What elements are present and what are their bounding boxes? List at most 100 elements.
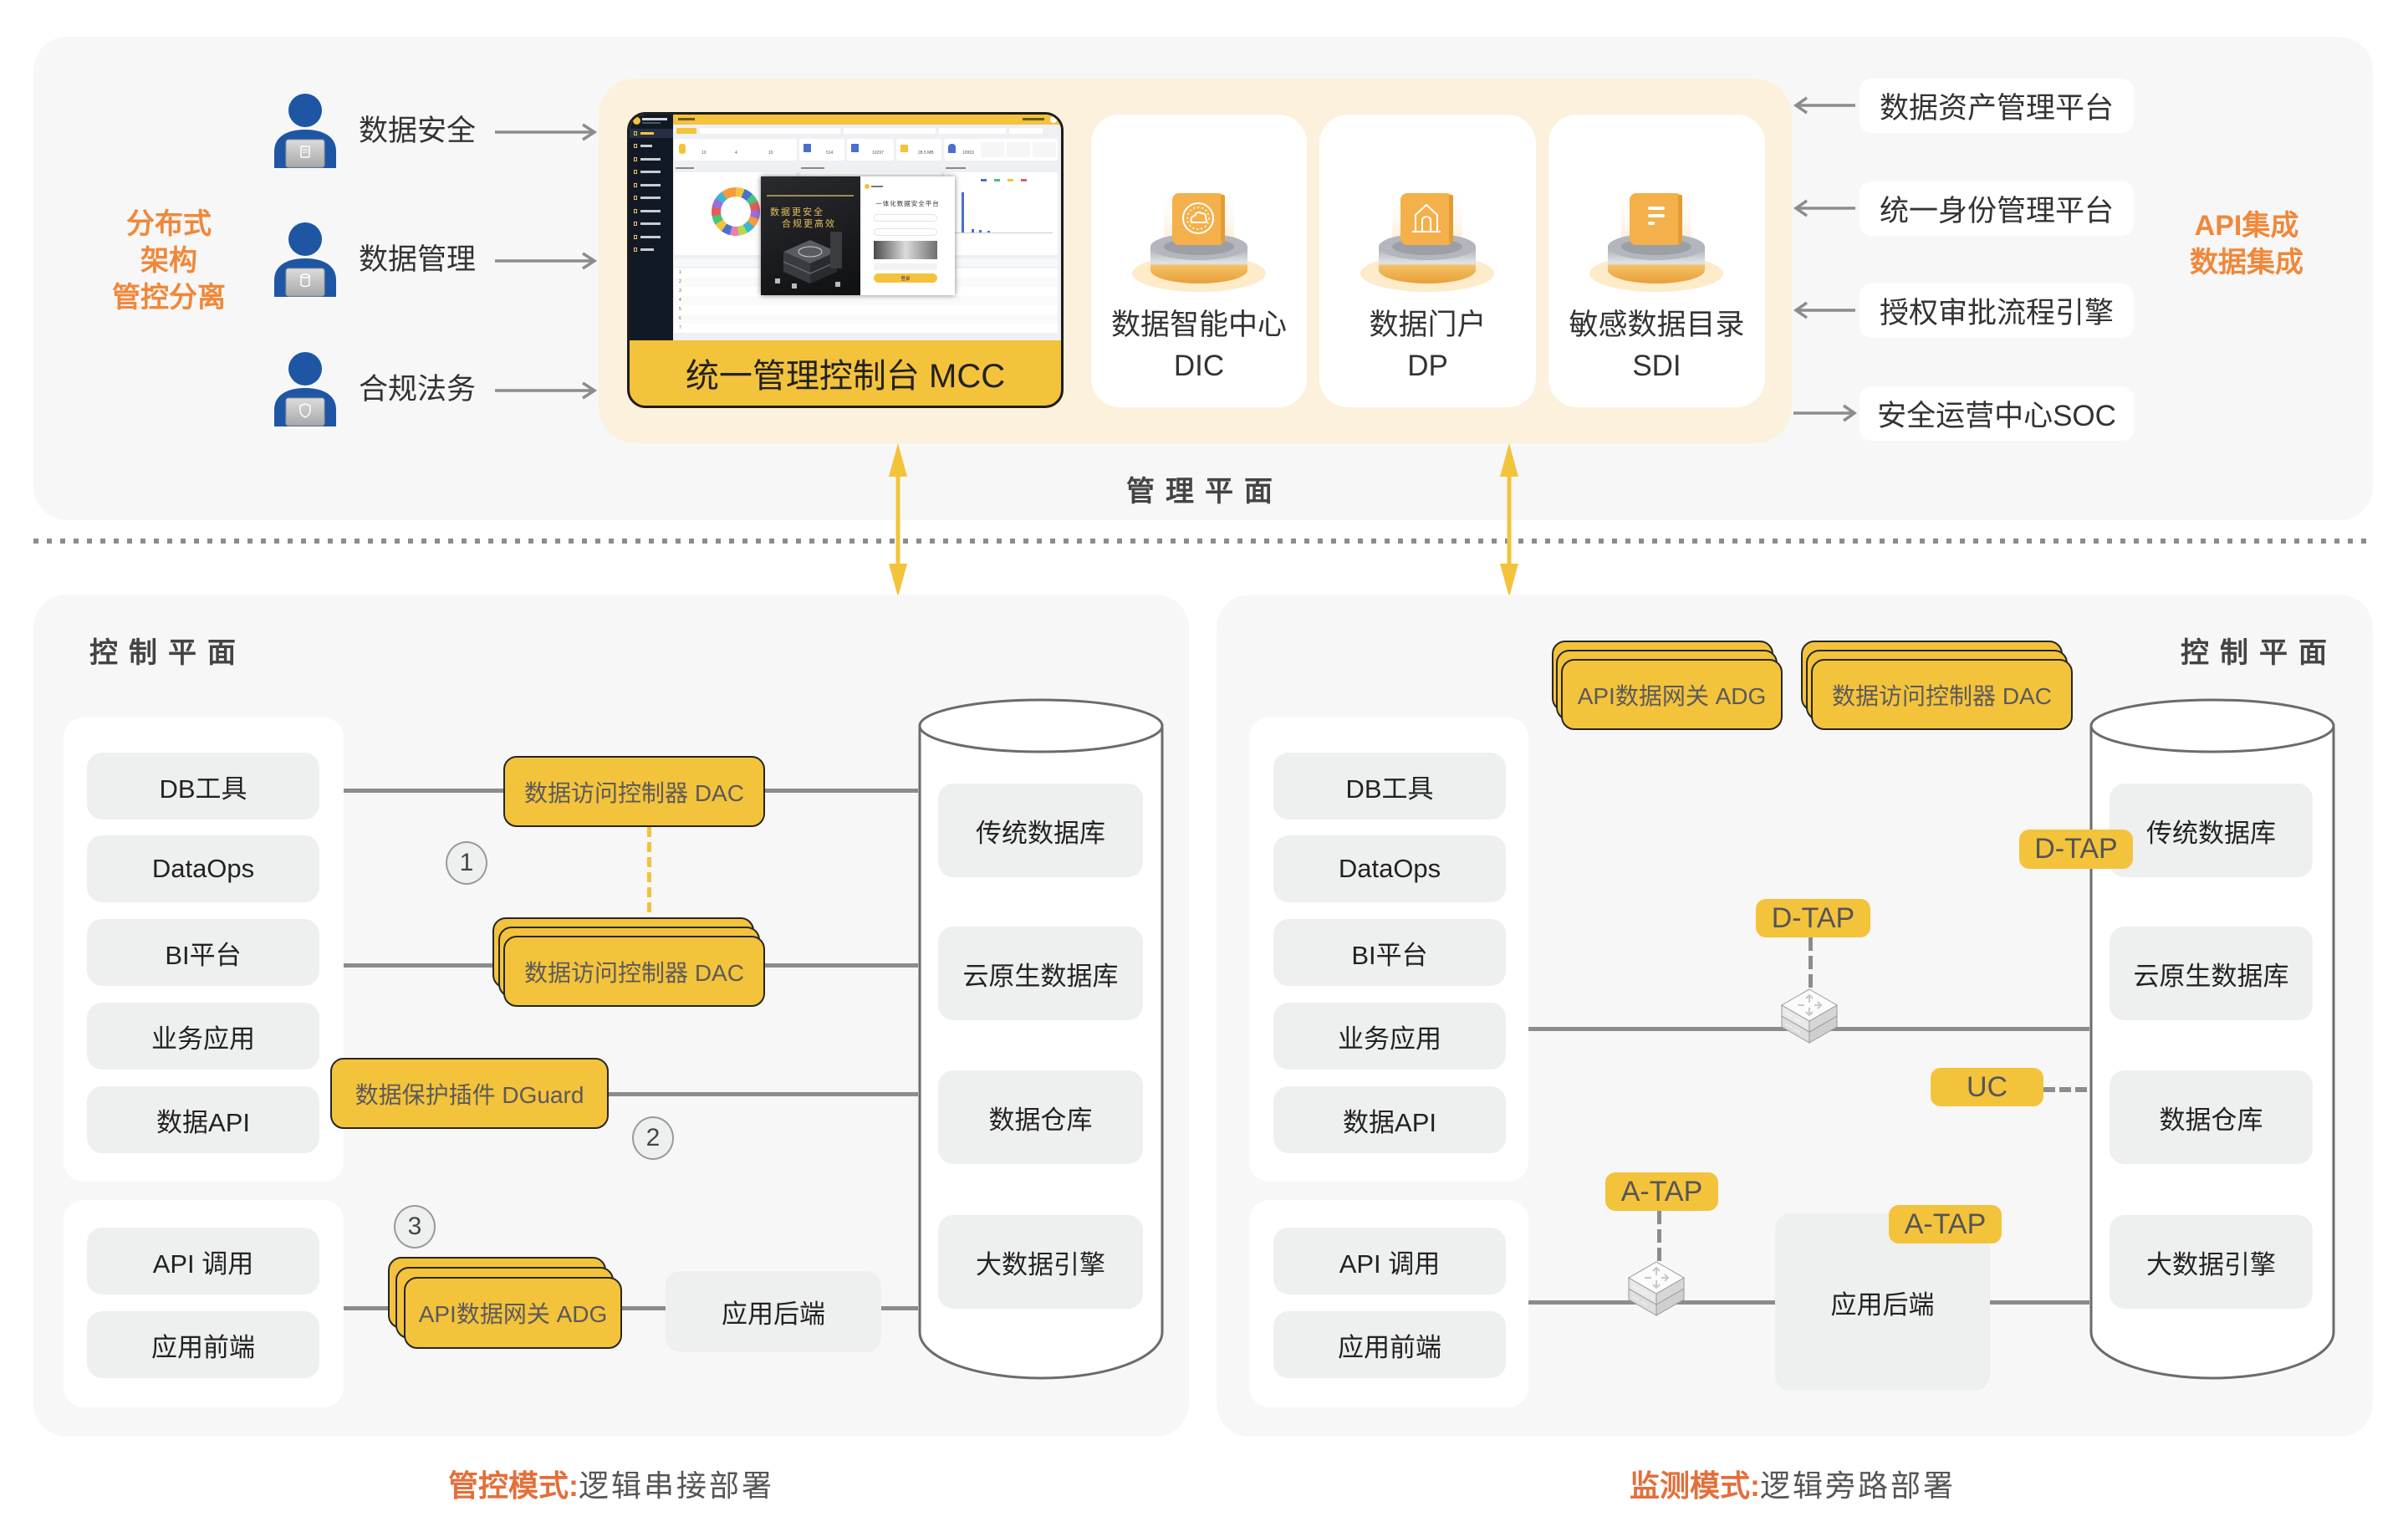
network-switch-icon	[1781, 988, 1838, 1044]
client-item: DataOps	[1273, 835, 1506, 902]
connector-line	[344, 963, 492, 968]
d-tap-badge: D-TAP	[2019, 830, 2133, 869]
metric-stat-icon	[804, 144, 811, 152]
mcc-preview-login-title: 一体化数据安全平台	[875, 200, 940, 207]
connector-line	[344, 1306, 388, 1310]
integration-label: API集成 数据集成	[2174, 207, 2319, 281]
dac-sync-dashed-line	[647, 827, 651, 917]
mcc-preview-sidebar-item	[640, 248, 654, 251]
module-abbr: DP	[1407, 350, 1448, 382]
mcc-console-card: 10 4 10 514 10297 28.5 MB 10953	[627, 112, 1064, 408]
mcc-preview-bar	[962, 192, 964, 232]
client-item: DB工具	[1273, 753, 1506, 820]
mcc-preview-sidebar-item	[634, 131, 637, 135]
module-card-sdi: 敏感数据目录 SDI	[1548, 115, 1765, 407]
mcc-preview-sidebar	[630, 115, 673, 340]
mcc-preview-sidebar-item	[634, 157, 637, 161]
mcc-preview-stat-value: 4	[735, 151, 737, 156]
mcc-preview-stat-value: 10	[768, 151, 773, 156]
mcc-preview-sidebar-item	[634, 144, 637, 148]
integration-box: 授权审批流程引擎	[1860, 283, 2134, 338]
module-abbr: SDI	[1632, 350, 1681, 382]
mcc-preview-sidebar-item	[640, 145, 652, 147]
api-client-item: API 调用	[1273, 1228, 1506, 1294]
mcc-preview-date-input	[700, 128, 840, 134]
mcc-preview-login-slogan: 合规更高效	[782, 219, 836, 229]
user-laptop-shield-icon	[274, 352, 336, 426]
mcc-preview-sidebar-item	[640, 158, 661, 161]
mcc-preview-breadcrumb	[678, 118, 695, 120]
role-label: 合规法务	[359, 373, 477, 406]
client-item: BI平台	[1273, 919, 1506, 986]
integration-label-line: 数据集成	[2190, 247, 2303, 278]
mcc-preview-bar-axis	[952, 232, 1053, 233]
mcc-preview-stat-value: 28.5 MB	[918, 151, 934, 156]
adg-cluster-box: API数据网关 ADG	[404, 1277, 622, 1349]
user-laptop-document-icon	[274, 94, 336, 168]
mcc-preview-bar	[979, 230, 982, 232]
monitor-mode-caption: 监测模式:逻辑旁路部署	[1458, 1466, 2127, 1506]
mcc-preview-password-input	[874, 228, 937, 236]
database-item: 云原生数据库	[938, 927, 1143, 1020]
bidirectional-arrow-icon	[1500, 443, 1518, 597]
client-item: DataOps	[87, 835, 319, 902]
bidirectional-arrow-icon	[889, 443, 907, 597]
dac-box: 数据访问控制器 DAC	[503, 756, 765, 827]
mcc-preview-sidebar-item	[634, 183, 637, 187]
mcc-preview-chart-title	[676, 167, 694, 169]
api-client-item: 应用前端	[1273, 1311, 1506, 1378]
mcc-label: 统一管理控制台 MCC	[685, 358, 1006, 395]
integration-label-line: API集成	[2194, 210, 2299, 242]
plane-separator-dotted-line	[33, 539, 2373, 544]
mcc-preview-sidebar-item	[640, 171, 661, 173]
api-client-item: 应用前端	[87, 1311, 319, 1378]
arrow-left-icon	[1793, 199, 1855, 217]
mcc-preview-captcha-image	[874, 241, 937, 259]
a-tap-badge: A-TAP	[1605, 1172, 1718, 1211]
module-card-dic: 数据智能中心 DIC	[1091, 115, 1307, 407]
mcc-preview-sidebar-item	[640, 132, 654, 135]
connector-line	[622, 1306, 666, 1310]
mcc-preview-legend-blue	[981, 179, 987, 181]
mcc-preview-bar	[972, 229, 974, 232]
mcc-preview-alert-box	[981, 142, 1004, 157]
chart-stat-icon	[900, 145, 908, 152]
mcc-preview-row-number: 5	[679, 307, 681, 312]
mcc-preview-select	[844, 128, 936, 134]
mcc-preview-sidebar-item	[640, 184, 661, 186]
architecture-label: 分布式 架构 管控分离	[92, 206, 246, 316]
arrow-right-icon	[495, 123, 597, 141]
house-icon	[1360, 186, 1494, 292]
step-number-badge: 1	[446, 841, 487, 885]
database-item: 大数据引擎	[938, 1215, 1143, 1309]
uc-dashed-line	[2043, 1087, 2110, 1092]
control-mode-caption: 管控模式:逻辑串接部署	[277, 1466, 946, 1506]
mcc-preview-stat-card	[674, 139, 797, 161]
tap-dashed-line	[1809, 937, 1813, 989]
mcc-preview-stat-value: 10	[701, 151, 707, 156]
caption-mode: 管控模式:	[447, 1468, 579, 1503]
arrow-left-icon	[1793, 301, 1855, 319]
module-name: 数据门户	[1369, 309, 1487, 341]
mcc-preview-sidebar-item	[634, 209, 637, 213]
connector-line	[1990, 1300, 2089, 1305]
integration-box: 数据资产管理平台	[1860, 79, 2134, 133]
module-name: 数据智能中心	[1110, 309, 1287, 341]
mcc-preview-logo-subtext	[642, 122, 661, 124]
event-stat-icon	[948, 144, 956, 153]
user-stat-icon	[679, 144, 686, 154]
caption-description: 逻辑串接部署	[578, 1468, 774, 1503]
mcc-preview-legend-green	[994, 179, 1000, 181]
module-card-dp: 数据门户 DP	[1319, 115, 1536, 407]
database-item: 传统数据库	[938, 784, 1143, 877]
mcc-preview-logo-text	[642, 118, 667, 120]
management-plane-title: 管理平面	[1126, 476, 1283, 508]
step-number-badge: 3	[394, 1205, 436, 1248]
mcc-preview-row-number: 2	[679, 279, 681, 284]
role-label: 数据管理	[359, 243, 477, 276]
role-label: 数据安全	[359, 115, 477, 147]
database-item: 云原生数据库	[2110, 927, 2313, 1020]
dguard-box: 数据保护插件 DGuard	[330, 1058, 609, 1129]
step-number-badge: 2	[632, 1116, 674, 1160]
api-client-item: API 调用	[87, 1228, 319, 1294]
